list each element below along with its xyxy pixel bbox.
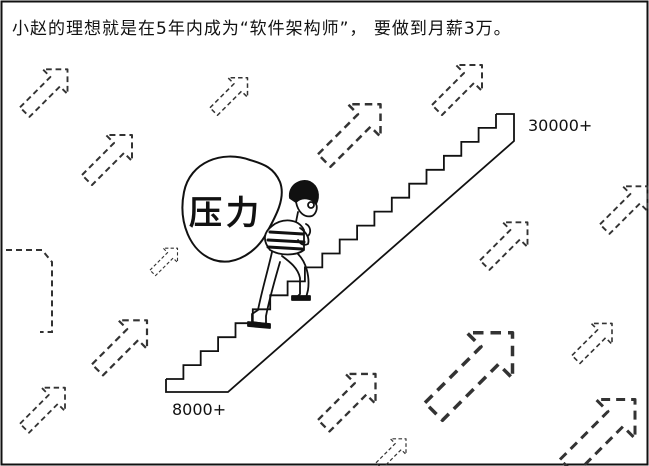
person-climbing	[247, 180, 319, 329]
staircase	[165, 113, 515, 393]
dashed-up-right-arrow-icon	[599, 185, 649, 235]
comic-caption: 小赵的理想就是在5年内成为“软件架构师”， 要做到月薪3万。	[12, 19, 512, 39]
dashed-up-right-arrow-icon	[423, 331, 515, 422]
dashed-up-right-arrow-icon	[431, 64, 483, 116]
dashed-up-right-arrow-icon	[81, 134, 133, 186]
start-salary-label: 8000+	[172, 400, 227, 419]
dashed-up-right-arrow-icon	[558, 398, 637, 466]
pressure-sack	[181, 155, 283, 263]
dashed-up-right-arrow-icon	[479, 221, 529, 271]
dashed-up-right-arrow-icon	[571, 322, 613, 365]
dashed-up-right-arrow-icon	[149, 247, 179, 277]
pressure-sack-label: 压力	[189, 193, 263, 232]
dashed-up-right-arrow-icon	[375, 438, 407, 466]
dashed-up-right-arrow-icon	[316, 103, 382, 168]
dashed-up-right-arrow-icon	[90, 319, 149, 377]
dashed-up-right-arrow-icon	[209, 77, 249, 116]
dashed-arrow-fragment	[6, 249, 53, 333]
dashed-up-right-arrow-icon	[19, 68, 69, 118]
goal-salary-label: 30000+	[528, 116, 593, 135]
dashed-up-right-arrow-icon	[19, 386, 66, 434]
dashed-up-right-arrow-icon	[316, 372, 377, 433]
